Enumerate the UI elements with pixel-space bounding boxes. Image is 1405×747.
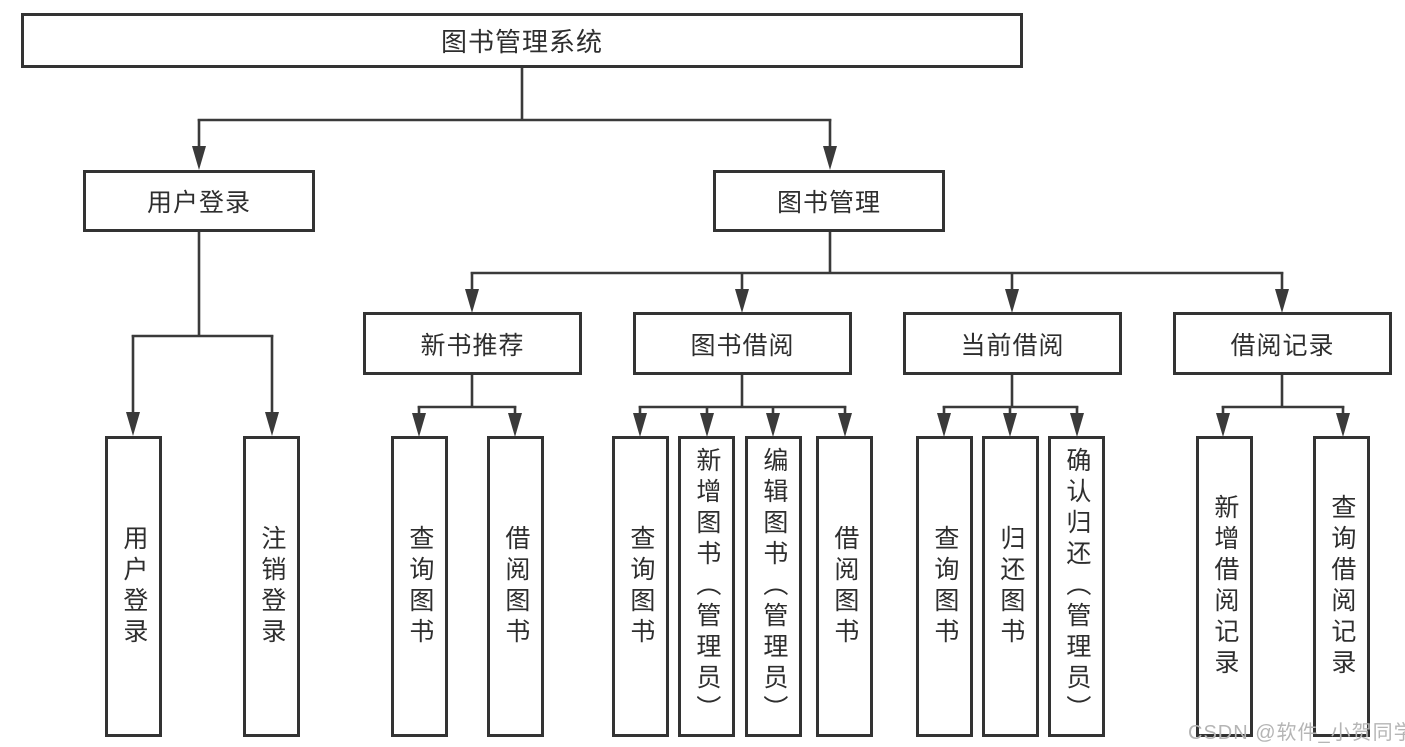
leaf-bb-edit-books-admin: 编辑图书（管理员）	[745, 436, 802, 737]
leaf-br-add-record-label: 新增借阅记录	[1210, 493, 1239, 680]
leaf-nb-query-books-label: 查询图书	[405, 524, 434, 649]
leaf-nb-query-books: 查询图书	[391, 436, 448, 737]
node-current-borrow-label: 当前借阅	[960, 331, 1065, 360]
leaf-nb-borrow-books: 借阅图书	[487, 436, 544, 737]
leaf-bb-borrow-books: 借阅图书	[816, 436, 873, 737]
node-borrow-record-label: 借阅记录	[1230, 331, 1335, 360]
leaf-cb-return-books: 归还图书	[982, 436, 1039, 737]
leaf-nb-borrow-books-label: 借阅图书	[501, 524, 530, 649]
node-new-book-recommend-label: 新书推荐	[420, 331, 525, 360]
node-book-management-label: 图书管理	[776, 189, 881, 217]
node-book-borrow-label: 图书借阅	[690, 331, 795, 360]
node-book-management: 图书管理	[713, 170, 945, 232]
node-user-login-group: 用户登录	[83, 170, 315, 232]
leaf-bb-add-books-admin: 新增图书（管理员）	[678, 436, 735, 737]
leaf-br-query-record: 查询借阅记录	[1313, 436, 1370, 737]
leaf-br-add-record: 新增借阅记录	[1196, 436, 1253, 737]
node-current-borrow: 当前借阅	[903, 312, 1122, 375]
leaf-bb-query-books-label: 查询图书	[626, 524, 655, 649]
node-new-book-recommend: 新书推荐	[363, 312, 582, 375]
leaf-cb-return-books-label: 归还图书	[996, 524, 1025, 649]
leaf-br-query-record-label: 查询借阅记录	[1327, 493, 1356, 680]
leaf-bb-borrow-books-label: 借阅图书	[830, 524, 859, 649]
leaf-cb-confirm-return-admin-label: 确认归还（管理员）	[1062, 447, 1091, 726]
leaf-user-login-label: 用户登录	[119, 524, 148, 649]
leaf-cb-query-books-label: 查询图书	[930, 524, 959, 649]
node-system-root: 图书管理系统	[21, 13, 1023, 68]
csdn-watermark: CSDN @软件_小贺同学	[1188, 722, 1405, 744]
node-book-borrow: 图书借阅	[633, 312, 852, 375]
node-user-login-group-label: 用户登录	[146, 189, 251, 217]
leaf-cb-query-books: 查询图书	[916, 436, 973, 737]
leaf-logout-label: 注销登录	[257, 524, 286, 649]
leaf-bb-edit-books-admin-label: 编辑图书（管理员）	[759, 447, 788, 726]
leaf-bb-add-books-admin-label: 新增图书（管理员）	[692, 447, 721, 726]
leaf-bb-query-books: 查询图书	[612, 436, 669, 737]
leaf-logout: 注销登录	[243, 436, 300, 737]
node-borrow-record: 借阅记录	[1173, 312, 1392, 375]
leaf-cb-confirm-return-admin: 确认归还（管理员）	[1048, 436, 1105, 737]
leaf-user-login: 用户登录	[105, 436, 162, 737]
node-system-root-label: 图书管理系统	[440, 27, 603, 57]
